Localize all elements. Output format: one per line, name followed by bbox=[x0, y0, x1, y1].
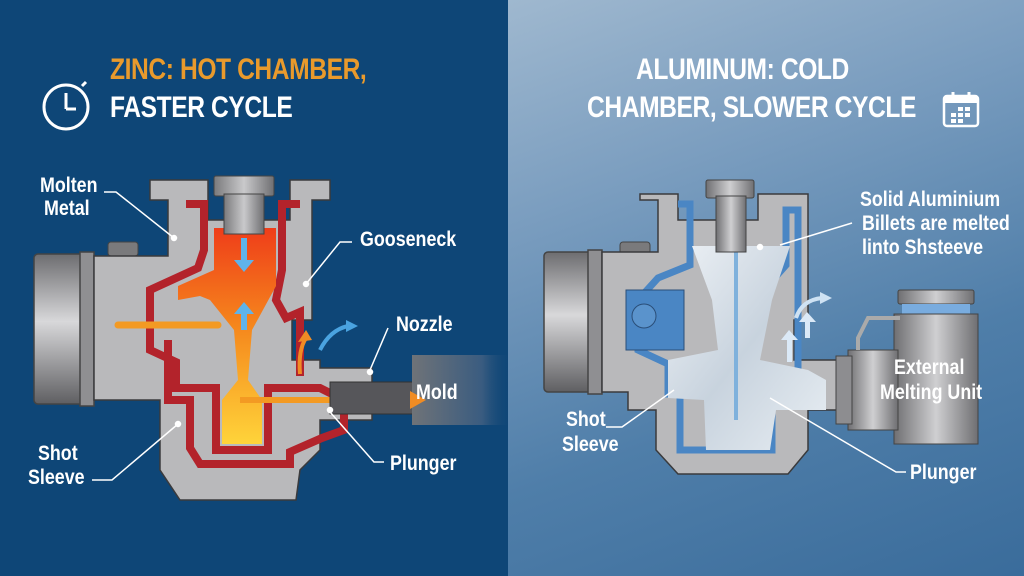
aluminum-melt bbox=[668, 246, 826, 450]
aluminum-title-line1: ALUMINUM: COLD bbox=[636, 53, 849, 86]
label-gooseneck: Gooseneck bbox=[360, 228, 457, 251]
machine-body bbox=[93, 179, 373, 501]
plunger-rod bbox=[223, 193, 265, 235]
zinc-hot-chamber-panel: ZINC: HOT CHAMBER, FASTER CYCLE Molten M… bbox=[0, 0, 508, 576]
label-plunger: Plunger bbox=[390, 452, 457, 475]
stopwatch-icon bbox=[42, 80, 90, 131]
label-shot-sleeve-2: Sleeve bbox=[562, 433, 619, 456]
zinc-title-line1: ZINC: HOT CHAMBER, bbox=[110, 53, 367, 86]
label-plunger: Plunger bbox=[910, 461, 977, 484]
label-billets-3: linto Shsteeve bbox=[862, 236, 984, 259]
down-arrow-icon bbox=[234, 260, 254, 272]
label-mold: Mold bbox=[416, 381, 458, 404]
label-external-1: External bbox=[894, 356, 965, 379]
external-melting-unit bbox=[835, 289, 979, 445]
cold-chamber-diagram bbox=[543, 92, 980, 475]
calendar-icon bbox=[942, 92, 980, 128]
hot-chamber-diagram bbox=[33, 80, 508, 501]
label-molten-metal-2: Metal bbox=[44, 197, 90, 220]
label-external-2: Melting Unit bbox=[880, 381, 983, 404]
label-shot-sleeve-1: Shot bbox=[566, 408, 606, 431]
label-molten-metal-1: Molten bbox=[40, 174, 98, 197]
label-nozzle: Nozzle bbox=[396, 313, 453, 336]
label-shot-sleeve-2: Sleeve bbox=[28, 466, 85, 489]
aluminum-title-line2: CHAMBER, SLOWER CYCLE bbox=[587, 91, 916, 124]
label-shot-sleeve-1: Shot bbox=[38, 442, 78, 465]
molten-zinc bbox=[178, 228, 276, 444]
zinc-title-line2: FASTER CYCLE bbox=[110, 91, 293, 124]
drive-cylinder bbox=[33, 253, 87, 405]
aluminum-cold-chamber-panel: ALUMINUM: COLD CHAMBER, SLOWER CYCLE Sol… bbox=[508, 0, 1024, 576]
label-billets-2: Billets are melted bbox=[862, 212, 1010, 235]
label-billets-1: Solid Aluminium bbox=[860, 188, 1001, 211]
up-arrow-icon bbox=[234, 302, 254, 314]
mold-block bbox=[412, 355, 508, 425]
flow-arrow-icon bbox=[410, 391, 426, 409]
